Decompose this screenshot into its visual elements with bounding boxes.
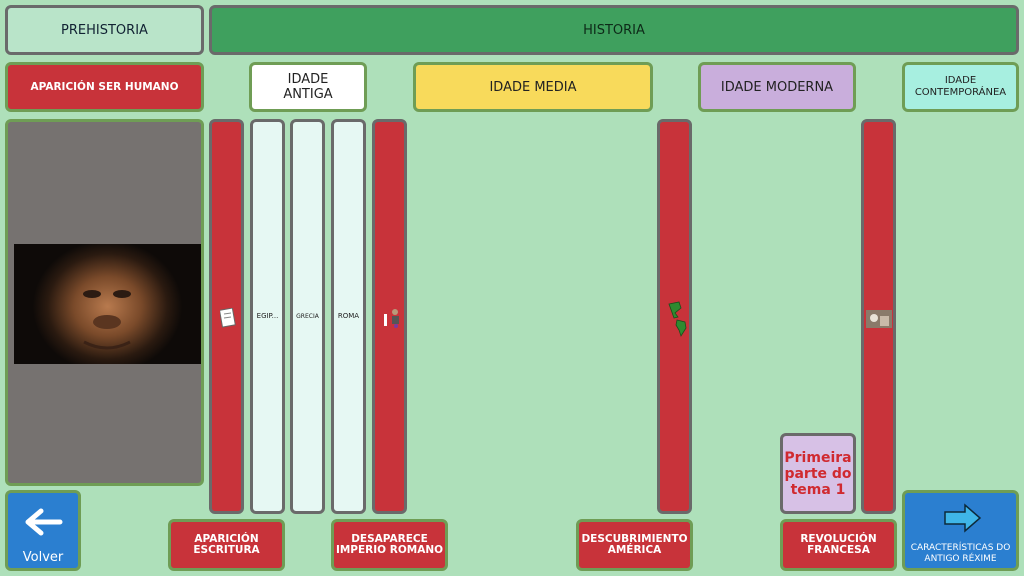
prehistoria-header: PREHISTORIA [5, 5, 204, 55]
era-media-label: IDADE MEDIA [489, 79, 577, 95]
document-icon [220, 308, 236, 328]
column-roma-label: ROMA [337, 312, 360, 320]
americas-map-icon [668, 301, 687, 337]
bar-escritura[interactable] [209, 119, 244, 514]
bar-imperio-romano[interactable] [372, 119, 407, 514]
back-label: Volver [22, 550, 64, 565]
column-roma[interactable]: ROMA [331, 119, 366, 514]
prehistoria-label: PREHISTORIA [61, 22, 148, 38]
era-contemporanea-label: IDADE CONTEMPORÁNEA [914, 75, 1007, 98]
event-revolucion-francesa[interactable]: REVOLUCIÓN FRANCESA [780, 519, 897, 571]
event-revolucion-label: REVOLUCIÓN FRANCESA [800, 533, 877, 556]
column-egipto[interactable]: EGIP... [250, 119, 285, 514]
era-aparicion-label: APARICIÓN SER HUMANO [30, 80, 179, 93]
arrow-right-icon [944, 503, 982, 533]
soldiers-icon [384, 309, 399, 328]
event-desaparece-imperio[interactable]: DESAPARECE IMPERIO ROMANO [331, 519, 448, 571]
era-antiga-label: IDADE ANTIGA [283, 72, 333, 102]
face-illustration [83, 290, 131, 350]
column-grecia[interactable]: GRECIA [290, 119, 325, 514]
next-label: CARACTERÍSTICAS DO ANTIGO RÉXIME [910, 543, 1011, 564]
early-human-photo [14, 244, 201, 364]
note-label: Primeira parte do tema 1 [784, 449, 852, 498]
event-america-label: DESCUBRIMIENTO AMÉRICA [581, 533, 688, 556]
historia-label: HISTORIA [583, 22, 645, 38]
note-primeira-parte: Primeira parte do tema 1 [780, 433, 856, 514]
event-imperio-label: DESAPARECE IMPERIO ROMANO [335, 533, 444, 556]
era-idade-moderna[interactable]: IDADE MODERNA [698, 62, 856, 112]
bar-revolucion[interactable] [861, 119, 896, 514]
revolution-painting-icon [866, 310, 892, 328]
era-idade-antiga[interactable]: IDADE ANTIGA [249, 62, 367, 112]
era-idade-contemporanea[interactable]: IDADE CONTEMPORÁNEA [902, 62, 1019, 112]
human-image-panel[interactable] [5, 119, 204, 486]
column-grecia-label: GRECIA [296, 313, 319, 320]
bar-america[interactable] [657, 119, 692, 514]
next-button[interactable]: CARACTERÍSTICAS DO ANTIGO RÉXIME [902, 490, 1019, 571]
era-moderna-label: IDADE MODERNA [720, 79, 834, 95]
column-egipto-label: EGIP... [256, 312, 279, 320]
era-aparicion-ser-humano[interactable]: APARICIÓN SER HUMANO [5, 62, 204, 112]
arrow-left-icon [25, 508, 63, 536]
back-button[interactable]: Volver [5, 490, 81, 571]
event-aparicion-escritura[interactable]: APARICIÓN ESCRITURA [168, 519, 285, 571]
event-escritura-label: APARICIÓN ESCRITURA [193, 533, 260, 556]
historia-header: HISTORIA [209, 5, 1019, 55]
event-descubrimiento-america[interactable]: DESCUBRIMIENTO AMÉRICA [576, 519, 693, 571]
era-idade-media[interactable]: IDADE MEDIA [413, 62, 653, 112]
